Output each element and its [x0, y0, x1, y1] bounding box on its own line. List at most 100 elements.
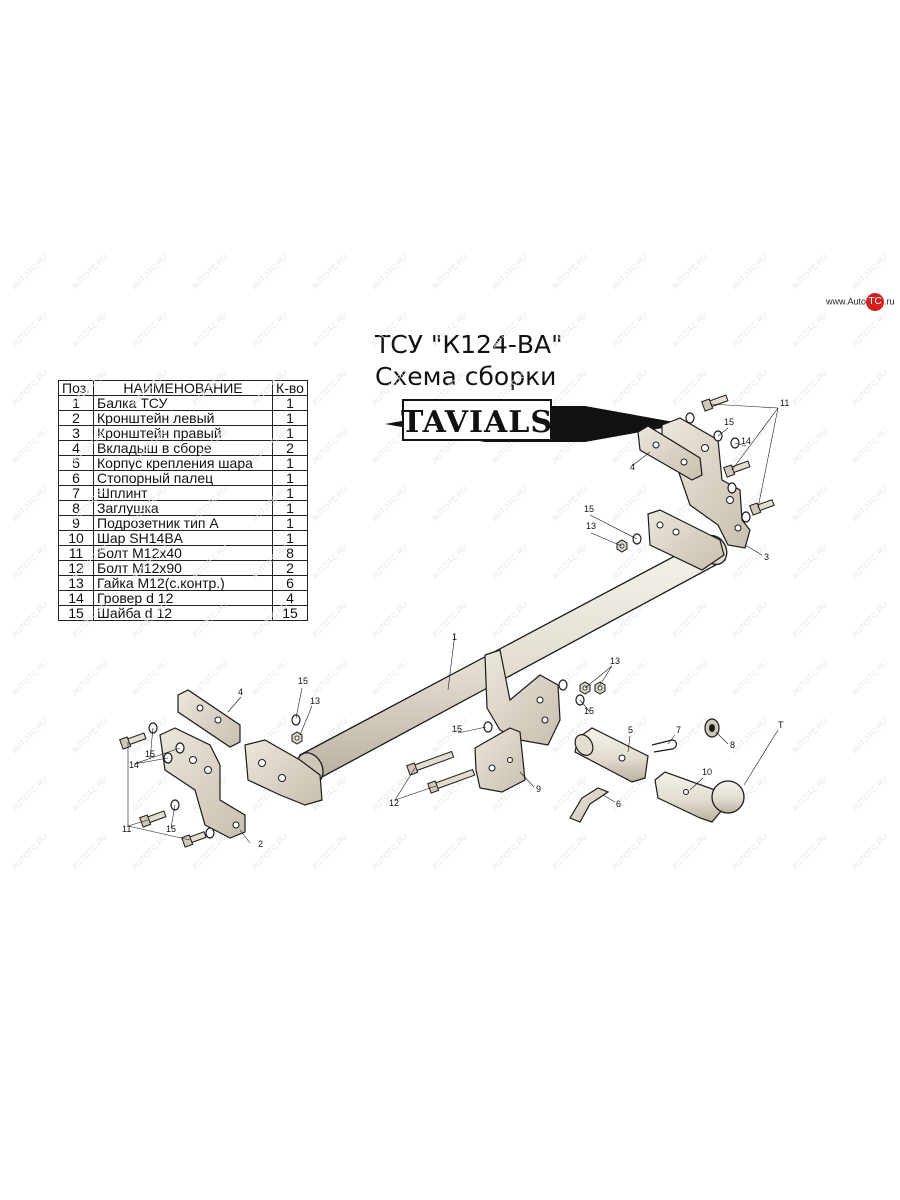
- watermark-text: AUTOTC.RU: [370, 252, 409, 291]
- watermark-text: AUTOTC.RU: [790, 426, 829, 465]
- watermark-text: AUTOTC.RU: [850, 774, 889, 813]
- watermark-text: AUTOTC.RU: [610, 310, 649, 349]
- washer: [558, 679, 568, 691]
- watermark-text: AUTOTC.RU: [370, 832, 409, 871]
- leader-line: [757, 407, 779, 509]
- watermark-text: AUTOTC.RU: [250, 658, 289, 697]
- watermark-text: AUTOTC.RU: [550, 252, 589, 291]
- watermark-text: AUTOTC.RU: [70, 252, 109, 291]
- watermark-text: AUTOTC.RU: [310, 658, 349, 697]
- washer: [291, 714, 301, 726]
- washer: [727, 482, 737, 494]
- site-prefix: www.Auto: [826, 296, 867, 307]
- watermark-text: AUTOTC.RU: [670, 832, 709, 871]
- callout-15-b: 15: [166, 824, 176, 834]
- socket-plate-part-9: [474, 727, 526, 793]
- callout-10: 10: [702, 767, 712, 777]
- watermark-text: AUTOTC.RU: [850, 484, 889, 523]
- leader-line: [631, 451, 651, 467]
- bolt-head: [181, 834, 194, 848]
- leader-line: [590, 532, 623, 547]
- leader-line: [295, 687, 303, 719]
- tavials-logo: TAVIALS: [385, 399, 685, 442]
- tow-ball-part-10: [654, 771, 745, 823]
- watermark-text: AUTOTC.RU: [730, 658, 769, 697]
- callout-13-right: 13: [610, 656, 620, 666]
- watermark-text: AUTOTC.RU: [370, 600, 409, 639]
- callout-4-right: 4: [630, 462, 635, 472]
- callout-15-e: 15: [584, 706, 594, 716]
- watermark-text: AUTOTC.RU: [670, 716, 709, 755]
- watermark-text: AUTOTC.RU: [70, 426, 109, 465]
- watermark-text: AUTOTC.RU: [790, 832, 829, 871]
- watermark-text: AUTOTC.RU: [190, 658, 229, 697]
- watermark-text: AUTOTC.RU: [490, 484, 529, 523]
- watermark-text: AUTOTC.RU: [70, 658, 109, 697]
- plug-part-8: [704, 718, 720, 738]
- watermark-text: AUTOTC.RU: [130, 600, 169, 639]
- watermark-text: AUTOTC.RU: [250, 832, 289, 871]
- watermark-text: AUTOTC.RU: [670, 310, 709, 349]
- leader-line: [589, 514, 638, 540]
- watermark-text: AUTOTC.RU: [10, 658, 49, 697]
- leader-line: [667, 734, 676, 745]
- callout-15-f: 15: [584, 504, 594, 514]
- watermark-text: AUTOTC.RU: [130, 484, 169, 523]
- watermark-text: AUTOTC.RU: [190, 426, 229, 465]
- watermark-text: AUTOTC.RU: [130, 426, 169, 465]
- callout-1: 1: [452, 632, 457, 642]
- leader-line: [170, 804, 176, 829]
- leader-line: [394, 785, 437, 801]
- callout-3: 3: [764, 552, 769, 562]
- watermark-text: AUTOTC.RU: [70, 716, 109, 755]
- watermark-text: AUTOTC.RU: [670, 252, 709, 291]
- watermark-text: AUTOTC.RU: [130, 542, 169, 581]
- watermark-text: AUTOTC.RU: [850, 252, 889, 291]
- washer: [741, 511, 751, 523]
- leader-line: [519, 771, 535, 788]
- beam-right-plate: [647, 509, 725, 571]
- cell-pos: 12: [58, 560, 94, 576]
- watermark-text: AUTOTC.RU: [730, 252, 769, 291]
- leader-line: [689, 777, 704, 791]
- watermark-text: AUTOTC.RU: [190, 484, 229, 523]
- watermark-text: AUTOTC.RU: [70, 832, 109, 871]
- watermark-text: AUTOTC.RU: [730, 600, 769, 639]
- watermark-text: AUTOTC.RU: [250, 426, 289, 465]
- watermark-text: AUTOTC.RU: [730, 368, 769, 407]
- washer: [685, 412, 695, 424]
- watermark-text: AUTOTC.RU: [610, 484, 649, 523]
- watermark-text: AUTOTC.RU: [10, 310, 49, 349]
- leader-line: [579, 699, 591, 713]
- watermark-text: AUTOTC.RU: [130, 658, 169, 697]
- watermark-text: AUTOTC.RU: [850, 368, 889, 407]
- watermark-text: AUTOTC.RU: [790, 368, 829, 407]
- header-pos: Поз.: [58, 380, 94, 396]
- leader-line: [447, 632, 456, 691]
- callout-14-left: 14: [129, 760, 139, 770]
- logo-wordmark: TAVIALS: [401, 405, 553, 440]
- watermark-text: AUTOTC.RU: [70, 310, 109, 349]
- watermark-text: AUTOTC.RU: [790, 252, 829, 291]
- watermark-text: AUTOTC.RU: [730, 310, 769, 349]
- watermark-text: AUTOTC.RU: [790, 310, 829, 349]
- callout-5: 5: [628, 725, 633, 735]
- callout-t: T: [778, 720, 784, 730]
- watermark-text: AUTOTC.RU: [850, 542, 889, 581]
- bolt-shank: [413, 750, 455, 772]
- nut-hole: [294, 735, 300, 741]
- bolt: [701, 394, 729, 412]
- bolt: [139, 810, 167, 828]
- watermark-text: AUTOTC.RU: [610, 368, 649, 407]
- fasteners-layer: [119, 394, 775, 848]
- watermark-text: AUTOTC.RU: [550, 310, 589, 349]
- watermark-text: AUTOTC.RU: [190, 542, 229, 581]
- watermark-text: AUTOTC.RU: [10, 774, 49, 813]
